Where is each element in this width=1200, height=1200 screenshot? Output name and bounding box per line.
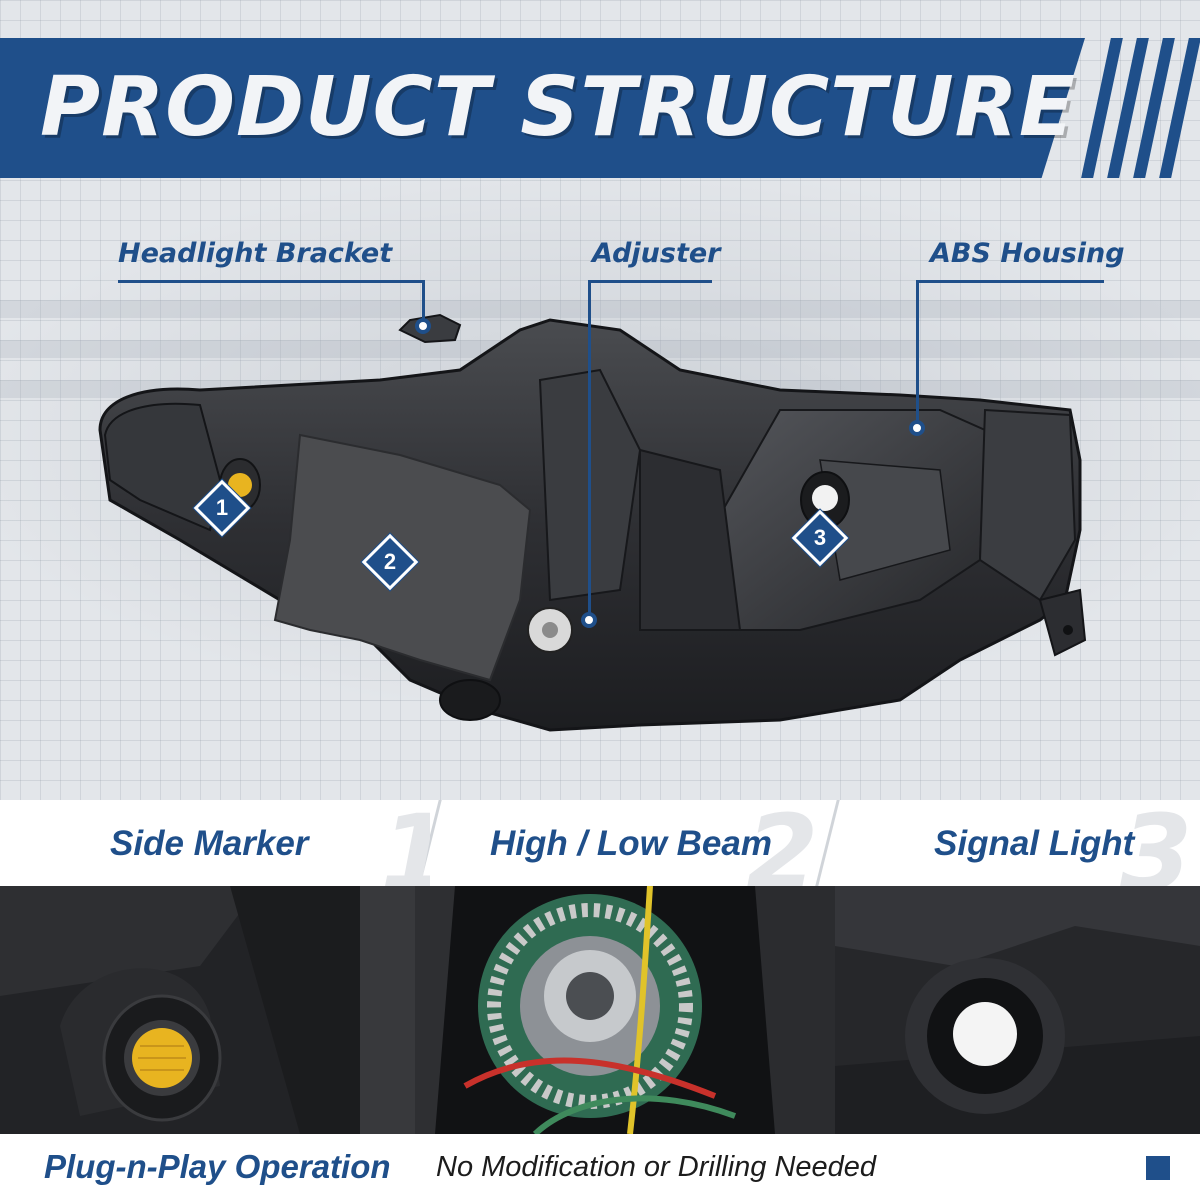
callout-line [588, 280, 712, 283]
title-banner [0, 38, 1085, 178]
banner-stripes [1081, 38, 1200, 178]
footer-feature-title: Plug-n-Play Operation [44, 1148, 391, 1185]
feature-number: 2 [746, 800, 819, 886]
feature-high-low-beam: High / Low Beam 2 [430, 800, 830, 886]
adjuster-knob [527, 607, 573, 653]
callout-line [588, 280, 591, 614]
photo-signal-light [835, 886, 1200, 1134]
feature-side-marker: Side Marker 1 [0, 800, 430, 886]
callout-dot-housing [909, 420, 925, 436]
footer-square-icon [1146, 1156, 1170, 1180]
headlight-assembly-illustration [98, 313, 1087, 732]
feature-label: High / Low Beam [490, 824, 772, 863]
feature-signal-light: Signal Light 3 [830, 800, 1200, 886]
callout-abs-housing: ABS Housing [930, 238, 1125, 269]
photo-side-marker [0, 886, 415, 1134]
feature-strip: Side Marker 1 High / Low Beam 2 Signal L… [0, 800, 1200, 886]
feature-number: 1 [380, 800, 430, 886]
page-title: PRODUCT STRUCTURE [40, 60, 1076, 155]
callout-adjuster: Adjuster [592, 238, 721, 269]
callout-dot-bracket [415, 318, 431, 334]
feature-number: 3 [1120, 800, 1193, 886]
callout-headlight-bracket: Headlight Bracket [118, 238, 393, 269]
photo-high-low-beam [415, 886, 835, 1134]
headlight-housing [98, 313, 1087, 732]
callout-line [916, 280, 1104, 283]
background-stripe [0, 300, 1200, 318]
footer: Plug-n-Play Operation No Modification or… [0, 1134, 1200, 1200]
feature-label: Signal Light [934, 824, 1135, 863]
callout-line [916, 280, 919, 424]
callout-line [422, 280, 425, 322]
callout-line [118, 280, 424, 283]
feature-label: Side Marker [110, 824, 309, 863]
callout-dot-adjuster [581, 612, 597, 628]
footer-description: No Modification or Drilling Needed [436, 1151, 877, 1183]
